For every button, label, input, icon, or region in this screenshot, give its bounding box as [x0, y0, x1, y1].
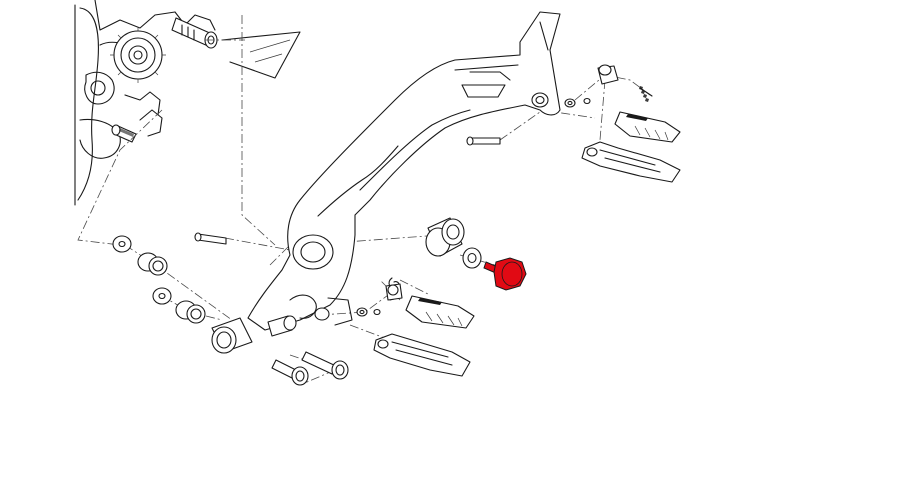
upper-footpeg-body: [581, 141, 681, 183]
frame-plate: [221, 31, 301, 79]
bolt-lower-right: [301, 351, 349, 380]
center-footpeg-body: [373, 333, 471, 377]
pivot-pin: [194, 232, 227, 245]
upper-spring: [639, 86, 653, 102]
upper-pin-small: [583, 97, 591, 105]
center-bushing: [425, 217, 465, 257]
center-clevis: [385, 283, 403, 301]
shift-shaft: [171, 17, 218, 49]
center-footpeg-rubber: [405, 295, 475, 329]
center-pin-small: [373, 308, 381, 316]
washer-left-lower: [152, 287, 172, 305]
bushing-left-upper: [137, 252, 168, 276]
upper-clevis: [597, 64, 619, 85]
bolt-lower-left: [271, 359, 309, 386]
case-bolt: [111, 124, 137, 143]
upper-washer-small: [564, 98, 576, 108]
bushing-left-lower: [175, 300, 206, 324]
pivot-bolt-highlighted[interactable]: [483, 257, 527, 291]
center-washer-small: [356, 307, 368, 317]
brake-pedal-arm: [247, 11, 561, 331]
center-washer: [462, 247, 482, 269]
spacer-lower: [211, 317, 253, 354]
washer-left-upper: [112, 235, 132, 253]
upper-footpeg-rubber: [614, 111, 681, 143]
small-bushing-center: [267, 315, 297, 337]
drive-sprocket: [110, 27, 166, 83]
clevis-pin-upper: [466, 136, 501, 146]
